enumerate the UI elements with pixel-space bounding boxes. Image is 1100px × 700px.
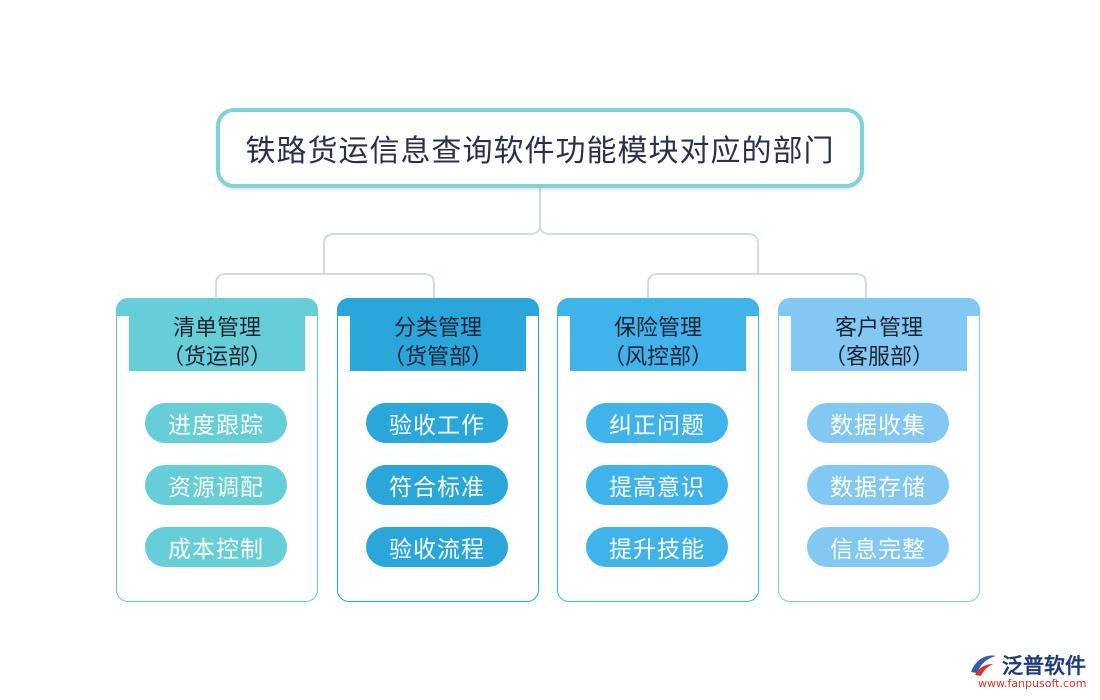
function-pill: 验收流程 xyxy=(366,527,508,567)
module-name: 客户管理 xyxy=(834,316,923,341)
department-card-freight: 清单管理 （货运部） 进度跟踪 资源调配 成本控制 xyxy=(116,298,318,602)
card-top-band xyxy=(557,298,759,316)
function-pill: 提升技能 xyxy=(586,527,728,567)
card-header: 清单管理 （货运部） xyxy=(129,315,305,372)
function-pill: 符合标准 xyxy=(366,465,508,505)
department-name: （客服部） xyxy=(823,345,934,370)
function-pill: 纠正问题 xyxy=(586,403,728,443)
function-pill: 信息完整 xyxy=(807,527,949,567)
function-pill: 提高意识 xyxy=(586,465,728,505)
department-card-customer: 客户管理 （客服部） 数据收集 数据存储 信息完整 xyxy=(778,298,980,602)
logo-brand-name: 泛普软件 xyxy=(1002,654,1086,678)
function-pill: 进度跟踪 xyxy=(145,403,287,443)
module-name: 清单管理 xyxy=(172,316,261,341)
card-top-band xyxy=(337,298,539,316)
card-header: 客户管理 （客服部） xyxy=(791,315,967,372)
diagram-title-box: 铁路货运信息查询软件功能模块对应的部门 xyxy=(216,108,864,188)
function-pill: 数据存储 xyxy=(807,465,949,505)
function-pill: 资源调配 xyxy=(145,465,287,505)
department-card-cargo: 分类管理 （货管部） 验收工作 符合标准 验收流程 xyxy=(337,298,539,602)
department-name: （风控部） xyxy=(602,345,713,370)
card-top-band xyxy=(778,298,980,316)
department-name: （货运部） xyxy=(161,345,272,370)
module-name: 保险管理 xyxy=(613,316,702,341)
logo-url: www.fanpusoft.com xyxy=(978,677,1087,690)
fanpu-logo-icon xyxy=(971,655,996,676)
card-top-band xyxy=(116,298,318,316)
card-header: 分类管理 （货管部） xyxy=(350,315,526,372)
function-pill: 成本控制 xyxy=(145,527,287,567)
fanpu-logo: 泛普软件 www.fanpusoft.com xyxy=(968,650,1094,694)
diagram-title: 铁路货运信息查询软件功能模块对应的部门 xyxy=(245,134,835,169)
module-name: 分类管理 xyxy=(393,316,482,341)
department-name: （货管部） xyxy=(382,345,493,370)
card-header: 保险管理 （风控部） xyxy=(570,315,746,372)
function-pill: 数据收集 xyxy=(807,403,949,443)
function-pill: 验收工作 xyxy=(366,403,508,443)
department-card-risk: 保险管理 （风控部） 纠正问题 提高意识 提升技能 xyxy=(557,298,759,602)
